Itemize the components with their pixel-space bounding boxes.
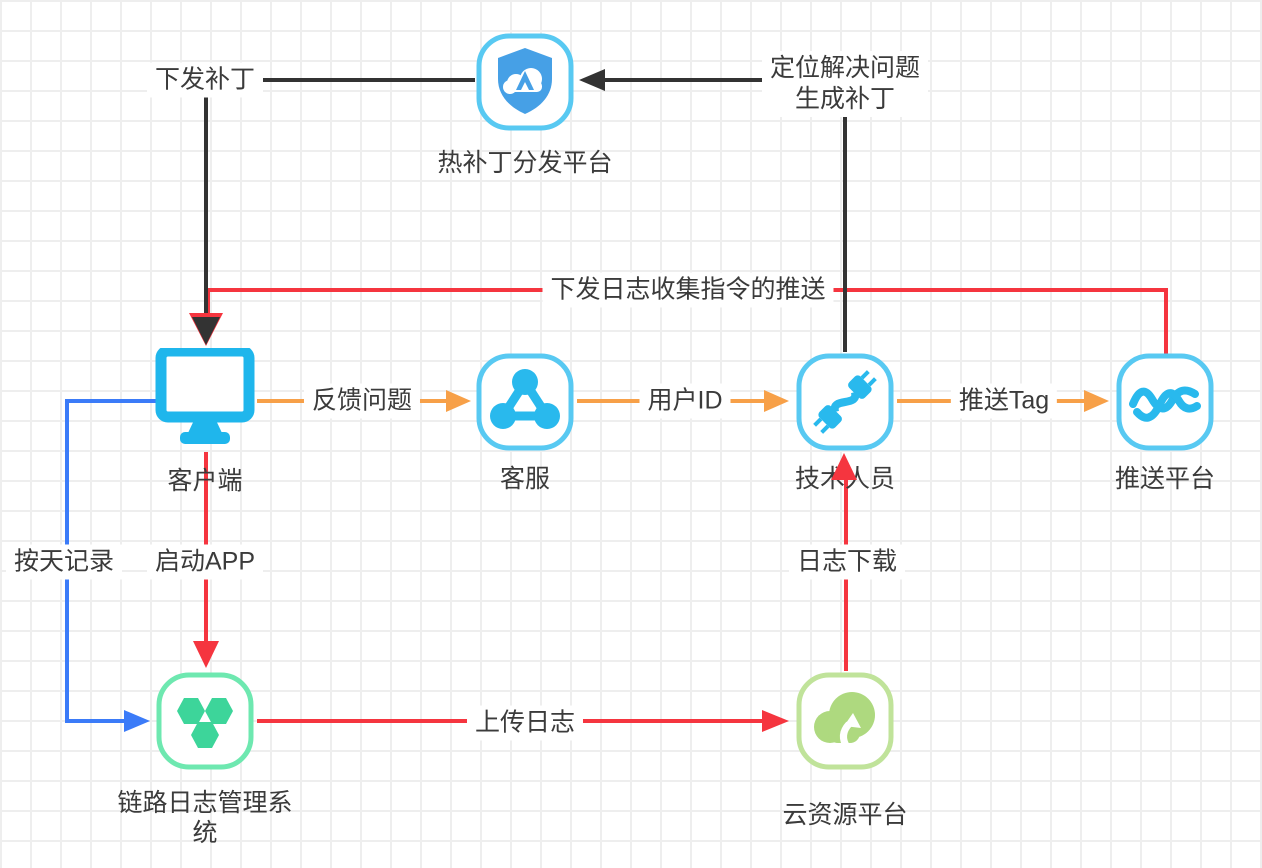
edge-push-log-cmd-segment — [1164, 288, 1168, 354]
edge-label-locate-fix-line1: 定位解决问题 — [769, 54, 921, 82]
monitor-icon — [155, 348, 255, 444]
edge-feedback-arrowhead — [446, 390, 471, 412]
edge-deliver-patch-segment — [204, 78, 208, 319]
edge-label-feedback: 反馈问题 — [303, 383, 421, 419]
shield-cloud-icon — [476, 33, 574, 131]
node-push[interactable] — [1115, 352, 1215, 452]
edge-deliver-patch-segment — [207, 78, 475, 82]
node-client-label: 客户端 — [167, 467, 243, 495]
edge-locate-fix-segment — [585, 78, 845, 82]
node-loglink-label: 链路日志管理系统 — [117, 789, 293, 847]
edge-locate-fix-segment — [843, 80, 847, 352]
edge-label-deliver-patch: 下发补丁 — [146, 62, 264, 98]
cloud-upload-icon — [796, 672, 894, 770]
node-loglink[interactable] — [155, 671, 255, 771]
waves-icon — [1116, 353, 1214, 451]
node-tech[interactable] — [795, 352, 895, 452]
node-cloud-label: 云资源平台 — [782, 801, 908, 829]
edge-label-user-id: 用户ID — [639, 383, 731, 419]
edge-download-log-arrowhead — [831, 453, 857, 480]
node-client[interactable] — [155, 348, 255, 448]
edge-label-launch-app: 启动APP — [146, 544, 264, 580]
edge-label-download-log: 日志下载 — [788, 544, 906, 580]
node-hotpatch-label: 热补丁分发平台 — [437, 149, 613, 177]
node-push-label: 推送平台 — [1114, 465, 1216, 493]
node-service-label: 客服 — [499, 465, 551, 493]
edge-label-locate-fix-line2: 生成补丁 — [794, 85, 896, 113]
hexagon-cluster-icon — [156, 672, 254, 770]
edge-daily-record-segment — [65, 399, 157, 403]
edge-label-upload-log: 上传日志 — [466, 705, 584, 741]
edge-locate-fix-arrowhead — [579, 69, 605, 91]
edge-user-id-arrowhead — [764, 390, 789, 412]
edge-upload-log-arrowhead — [762, 710, 789, 732]
edge-label-locate-fix: 定位解决问题 生成补丁 — [761, 51, 929, 117]
plug-link-icon — [796, 353, 894, 451]
edge-label-push-tag: 推送Tag — [950, 383, 1058, 419]
edge-launch-app-arrowhead — [193, 641, 219, 668]
edge-label-daily-record: 按天记录 — [5, 544, 123, 580]
edge-push-tag-arrowhead — [1084, 390, 1109, 412]
edge-daily-record-arrowhead — [124, 710, 150, 732]
node-service[interactable] — [475, 352, 575, 452]
edge-daily-record-segment — [65, 719, 125, 723]
node-cloud[interactable] — [795, 671, 895, 771]
edge-label-push-log-cmd: 下发日志收集指令的推送 — [542, 272, 834, 308]
edge-push-log-cmd-segment — [206, 288, 210, 317]
share-network-icon — [476, 353, 574, 451]
node-hotpatch[interactable] — [475, 32, 575, 132]
edge-deliver-patch-arrowhead — [192, 317, 220, 345]
